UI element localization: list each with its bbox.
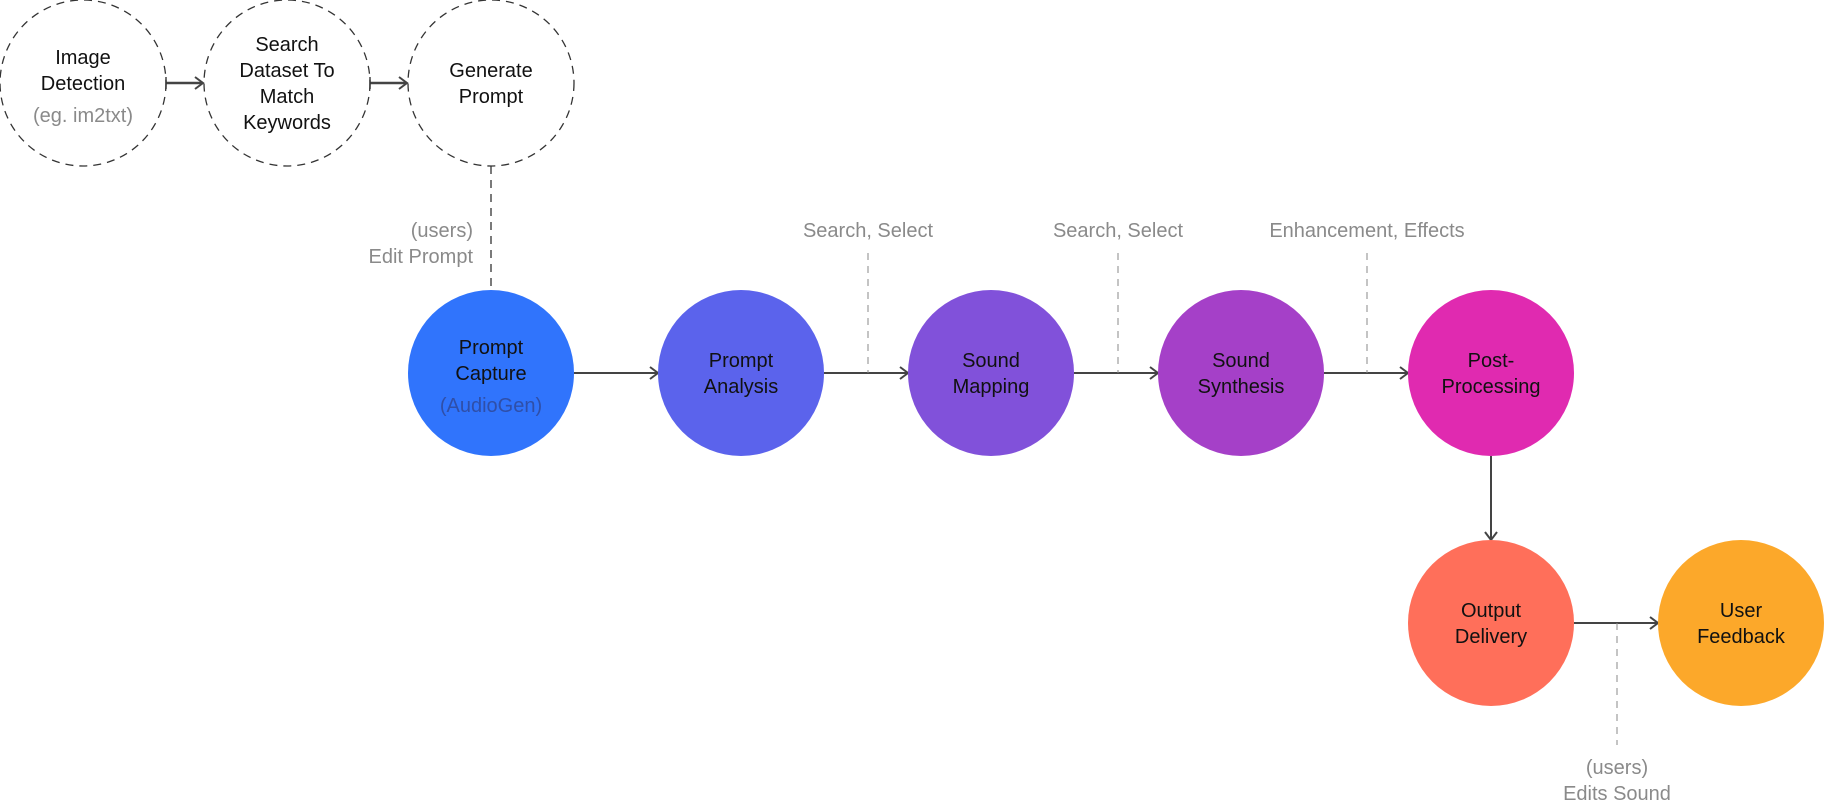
node-label: Delivery: [1455, 626, 1527, 648]
node-sublabel: (eg. im2txt): [33, 105, 133, 127]
annotation-edits-sound: (users) Edits Sound: [1563, 757, 1671, 805]
annotation-search-select-2: Search, Select: [1053, 220, 1184, 242]
annotation-text: Edits Sound: [1563, 783, 1671, 805]
node-label: Sound: [962, 350, 1020, 372]
arrow-search-to-generate: [369, 76, 409, 90]
pipeline-node-circle: [1408, 540, 1574, 706]
optional-node-circle: [407, 0, 575, 167]
annotation-edit-prompt: (users) Edit Prompt: [369, 220, 474, 268]
node-label: Output: [1461, 600, 1521, 622]
node-label: Prompt: [709, 350, 774, 372]
node-post-processing: Post- Processing: [1408, 290, 1574, 456]
node-label: Detection: [41, 73, 126, 95]
node-label: Prompt: [459, 337, 524, 359]
pipeline-node-circle: [1408, 290, 1574, 456]
node-sublabel: (AudioGen): [440, 395, 542, 417]
node-label: Mapping: [953, 376, 1030, 398]
pipeline-node-circle: [1658, 540, 1824, 706]
annotation-text: Edit Prompt: [369, 246, 474, 268]
annotation-text: Enhancement, Effects: [1269, 220, 1464, 242]
pipeline-node-circle: [908, 290, 1074, 456]
node-label: User: [1720, 600, 1763, 622]
node-label: Image: [55, 47, 111, 69]
annotation-text: Search, Select: [1053, 220, 1184, 242]
annotation-text: Search, Select: [803, 220, 934, 242]
node-label: Generate: [449, 60, 532, 82]
annotation-enhancement-effects: Enhancement, Effects: [1269, 220, 1464, 242]
optional-node-circle: [203, 0, 371, 167]
node-label: Capture: [455, 363, 526, 385]
annotation-search-select-1: Search, Select: [803, 220, 934, 242]
node-label: Sound: [1212, 350, 1270, 372]
node-label: Feedback: [1697, 626, 1786, 648]
node-label: Analysis: [704, 376, 778, 398]
annotations-layer: (users) Edit Prompt Search, Select Search, …: [369, 220, 1671, 805]
node-label: Processing: [1442, 376, 1541, 398]
annotation-text: (users): [1586, 757, 1648, 779]
node-label: Post-: [1468, 350, 1515, 372]
pipeline-node-circle: [408, 290, 574, 456]
arrow-image-to-search: [165, 76, 205, 90]
pipeline-node-circle: [1158, 290, 1324, 456]
node-label: Prompt: [459, 86, 524, 108]
connectors-layer: [165, 76, 1660, 745]
annotation-text: (users): [411, 220, 473, 242]
node-label: Synthesis: [1198, 376, 1285, 398]
pipeline-node-circle: [658, 290, 824, 456]
node-label: Match: [260, 86, 314, 108]
node-label: Search: [255, 34, 318, 56]
node-label: Keywords: [243, 112, 331, 134]
node-label: Dataset To: [239, 60, 334, 82]
optional-node-circle: [0, 0, 167, 167]
